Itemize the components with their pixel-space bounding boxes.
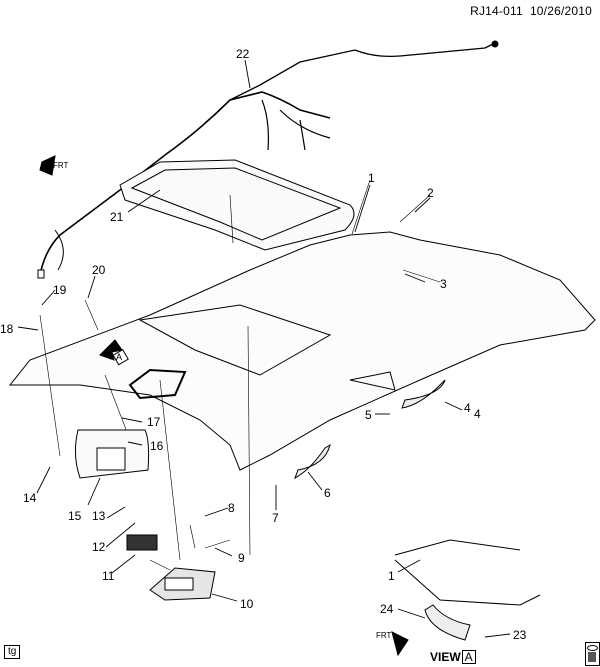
view-ref-box: A [461,650,476,664]
callout-14: 14 [23,491,37,505]
callout-22: 22 [236,47,250,61]
callout-7: 7 [272,511,279,525]
grab-handle-6 [294,443,331,480]
headliner [8,231,596,471]
callout-5: 5 [365,408,372,422]
front-arrow-top [39,155,56,176]
callout-labels: 1 2 3 4 4 5 6 7 8 9 10 11 12 13 14 15 16… [0,47,527,642]
callout-24: 24 [380,602,394,616]
callout-19: 19 [53,283,67,297]
callout-3: 3 [440,277,447,291]
drawing-header: RJ14-011 10/26/2010 [470,4,592,18]
callout-leaders [17,59,511,638]
front-label-bottom: FRT [376,631,392,640]
callout-12: 12 [92,540,106,554]
callout-1-view-a: 1 [388,569,395,583]
front-label-top: FRT [53,161,69,170]
leader-lines [39,179,441,571]
wiring-harness [37,40,499,279]
view-a-inset [394,539,541,641]
callout-11: 11 [102,569,115,583]
drawing-date: 10/26/2010 [529,4,592,18]
document-legend-icon [585,642,600,666]
lamp-lens [126,534,158,551]
sunroof-frame [119,159,355,251]
callout-4-alt: 4 [474,407,481,421]
callout-1: 1 [368,171,375,185]
callout-9: 9 [238,551,245,565]
callout-4: 4 [464,401,471,415]
view-a-arrow-label: A [116,352,122,362]
tag-box: tg [4,645,21,659]
callout-2: 2 [427,186,434,200]
callout-6: 6 [324,486,331,500]
callout-23: 23 [513,628,527,642]
callout-21: 21 [110,210,124,224]
callout-16: 16 [150,439,164,453]
dome-lamp [149,567,216,601]
sun-visor [74,429,150,479]
front-arrow-bottom [391,631,409,657]
callout-15: 15 [68,509,82,523]
grab-handle-4 [401,379,446,409]
callout-17: 17 [147,415,161,429]
callout-18: 18 [0,322,14,336]
drawing-id: RJ14-011 [470,4,523,18]
view-label: VIEW [430,650,461,664]
callout-13: 13 [92,509,106,523]
view-a-arrow [99,339,129,366]
callout-8: 8 [228,501,235,515]
callout-20: 20 [92,263,106,277]
callout-10: 10 [240,597,254,611]
